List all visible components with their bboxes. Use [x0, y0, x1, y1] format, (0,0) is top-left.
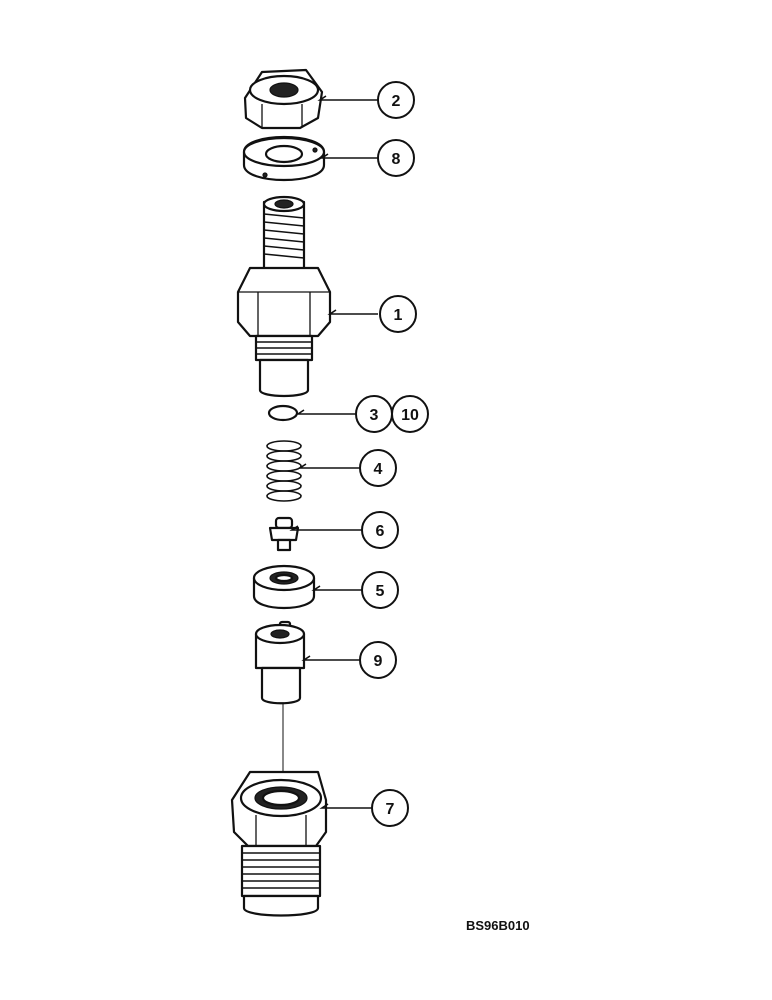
callout-2: 2: [377, 81, 415, 119]
callout-10: 10: [391, 395, 429, 433]
callout-4-label: 4: [374, 461, 383, 478]
reference-code: BS96B010: [466, 918, 530, 933]
part-9-delivery-valve: [254, 620, 306, 705]
part-7-fitting: [230, 770, 328, 917]
part-1-valve-holder: [236, 195, 332, 398]
callout-3-label: 3: [370, 407, 379, 424]
callout-6-label: 6: [376, 523, 385, 540]
callout-3: 3: [355, 395, 393, 433]
callout-5-label: 5: [376, 583, 385, 600]
callout-6: 6: [361, 511, 399, 549]
callout-1: 1: [379, 295, 417, 333]
part-6-valve: [268, 516, 300, 552]
part-5-valve-seat: [252, 564, 316, 610]
part-3-shim: [267, 404, 299, 422]
part-8-washer: [242, 136, 326, 181]
callout-1-label: 1: [394, 307, 403, 324]
part-2-hex-nut: [243, 68, 324, 130]
callout-8-label: 8: [392, 151, 401, 168]
callout-10-label: 10: [401, 407, 419, 424]
callout-5: 5: [361, 571, 399, 609]
callout-7: 7: [371, 789, 409, 827]
leader-lines: [289, 95, 378, 809]
callout-4: 4: [359, 449, 397, 487]
callout-9: 9: [359, 641, 397, 679]
callout-8: 8: [377, 139, 415, 177]
callout-7-label: 7: [386, 801, 395, 818]
callout-2-label: 2: [392, 93, 401, 110]
part-4-spring: [266, 440, 302, 502]
callout-9-label: 9: [374, 653, 383, 670]
